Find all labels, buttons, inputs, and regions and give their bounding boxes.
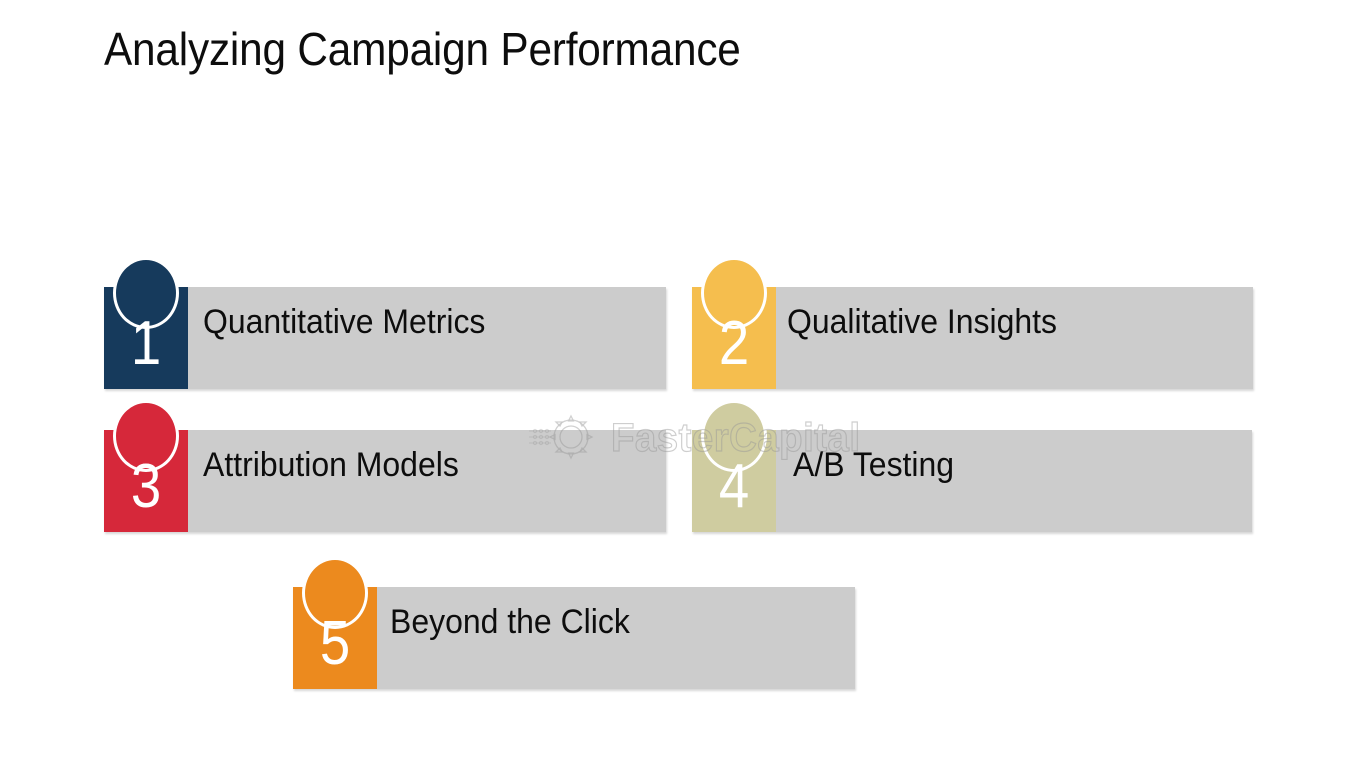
step-label-1: Quantitative Metrics [203,303,486,341]
step-item-3[interactable]: 3 Attribution Models [104,400,666,532]
step-label-5: Beyond the Click [390,603,630,641]
step-item-5[interactable]: 5 Beyond the Click [293,557,855,689]
step-bar-3 [104,430,666,532]
step-number-5: 5 [319,609,351,678]
step-circle-5 [302,557,368,629]
step-label-3: Attribution Models [203,446,459,484]
step-bar-1 [104,287,666,389]
step-tile-4: 4 [692,400,776,532]
step-number-4: 4 [718,452,750,521]
step-tile-2: 2 [692,257,776,389]
step-number-1: 1 [130,309,162,378]
step-item-1[interactable]: 1 Quantitative Metrics [104,257,666,389]
step-circle-3 [113,400,179,472]
step-bar-5 [293,587,855,689]
step-circle-1 [113,257,179,329]
step-label-4: A/B Testing [793,446,955,484]
step-tile-3: 3 [104,400,188,532]
step-bar-4 [692,430,1252,532]
step-number-2: 2 [718,309,750,378]
step-bar-2 [692,287,1253,389]
step-tile-1: 1 [104,257,188,389]
step-tile-5: 5 [293,557,377,689]
step-circle-2 [701,257,767,329]
step-item-2[interactable]: 2 Qualitative Insights [692,257,1253,389]
step-label-2: Qualitative Insights [787,303,1058,341]
step-circle-4 [701,400,767,472]
step-item-4[interactable]: 4 A/B Testing [692,400,1252,532]
page-title: Analyzing Campaign Performance [104,23,741,75]
step-number-3: 3 [130,452,162,521]
